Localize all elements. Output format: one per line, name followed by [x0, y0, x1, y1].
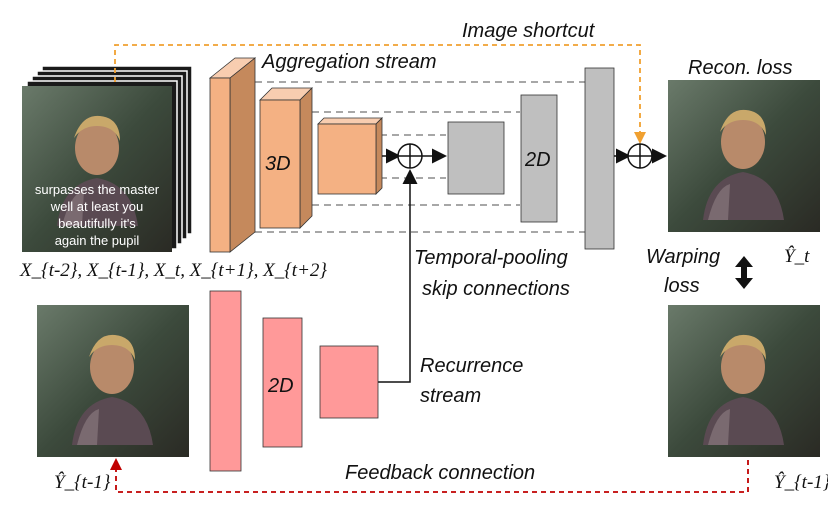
warping-loss-arrow — [735, 256, 753, 289]
prev-output-frame-right — [668, 305, 820, 457]
sum-node-1 — [397, 143, 423, 169]
block-2d-gray-label: 2D — [524, 149, 551, 171]
prev-output-label-left: Ŷ_{t-1} — [54, 471, 111, 493]
aggregation-block-small — [317, 117, 383, 195]
input-frames-label: X_{t-2}, X_{t-1}, X_t, X_{t+1}, X_{t+2} — [19, 260, 327, 281]
warping-loss-label-1: Warping — [646, 246, 720, 268]
temporal-pooling-label-2: skip connections — [422, 278, 570, 300]
image-shortcut-label: Image shortcut — [462, 20, 596, 42]
output-frame-label: Ŷ_t — [784, 245, 810, 267]
image-shortcut-connection — [114, 44, 646, 144]
aggregation-block-1 — [208, 57, 257, 253]
sum-node-2 — [627, 143, 653, 169]
warping-loss-label-2: loss — [664, 275, 700, 297]
recurrence-connection — [378, 169, 418, 383]
recon-loss-label: Recon. loss — [688, 57, 793, 79]
input-frame-stack: surpasses the master well at least you b… — [22, 65, 193, 252]
frame-caption-2: well at least you — [50, 199, 144, 214]
gray-block-small — [447, 121, 505, 195]
prev-output-frame-left — [37, 305, 189, 457]
gray-block-2d — [520, 94, 558, 223]
frame-caption-4: again the pupil — [55, 233, 140, 248]
frame-caption-3: beautifully it's — [58, 216, 136, 231]
output-frame-image — [668, 80, 820, 232]
gray-block-large — [584, 67, 615, 250]
temporal-pooling-label-1: Temporal-pooling — [414, 247, 568, 269]
prev-output-label-right: Ŷ_{t-1} — [774, 471, 828, 493]
recurrence-stream-label-2: stream — [420, 385, 481, 407]
input-frame-image: surpasses the master well at least you b… — [22, 86, 172, 252]
block-3d-label: 3D — [265, 153, 291, 175]
aggregation-stream-label: Aggregation stream — [261, 51, 437, 73]
recurrence-block-2d — [262, 317, 303, 448]
feedback-connection-label: Feedback connection — [345, 462, 535, 484]
recurrence-block-large — [209, 290, 242, 472]
recurrence-block-small — [319, 345, 379, 419]
block-2d-pink-label: 2D — [267, 375, 294, 397]
feedback-connection — [110, 458, 749, 493]
recurrence-stream-label-1: Recurrence — [420, 355, 523, 377]
frame-caption-1: surpasses the master — [35, 182, 160, 197]
aggregation-block-3d — [259, 87, 313, 229]
